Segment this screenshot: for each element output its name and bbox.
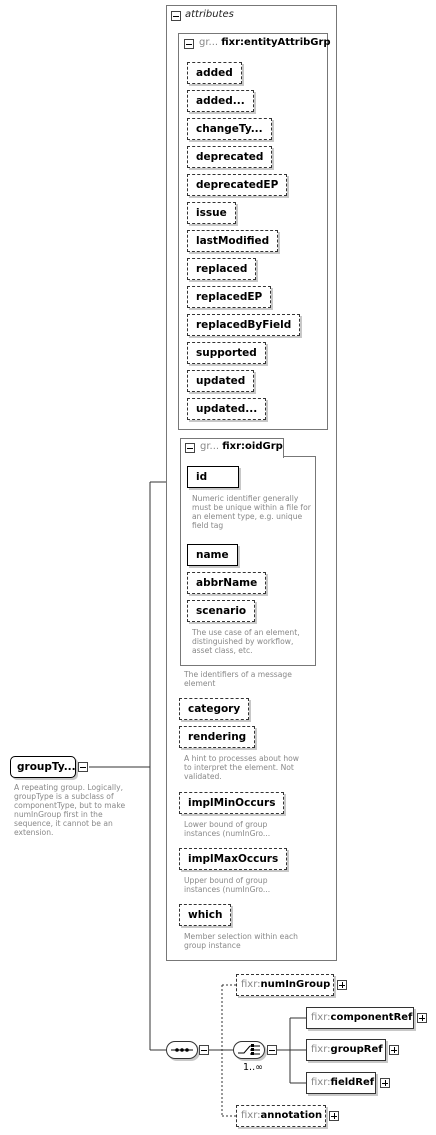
expand-icon[interactable] <box>389 1045 399 1055</box>
group-name: fixr:oidGrp <box>222 441 283 452</box>
oid-grp-header <box>180 438 284 458</box>
impl-min-occurs-description: Lower bound of group instances (numInGro… <box>184 820 271 838</box>
sequence-icon <box>171 1048 193 1052</box>
attribute-supported[interactable]: supported <box>187 342 266 364</box>
element-name: groupRef <box>330 1044 383 1055</box>
num-in-group-ref[interactable]: fixr:numInGroup <box>236 974 334 996</box>
attribute-which[interactable]: which <box>179 904 232 926</box>
collapse-icon[interactable] <box>78 762 88 772</box>
namespace-prefix: fixr: <box>241 979 261 990</box>
attribute-scenario[interactable]: scenario <box>187 600 256 622</box>
expand-icon[interactable] <box>337 980 347 990</box>
root-element-label: groupTy... <box>17 761 76 773</box>
attribute-last-modified[interactable]: lastModified <box>187 230 279 252</box>
scenario-description: The use case of an element, distinguishe… <box>192 628 300 655</box>
attribute-id[interactable]: id <box>187 466 239 488</box>
attribute-added[interactable]: added <box>187 62 242 84</box>
collapse-icon[interactable] <box>185 443 195 453</box>
attribute-replaced[interactable]: replaced <box>187 258 257 280</box>
expand-icon[interactable] <box>329 1111 339 1121</box>
group-name: fixr:entityAttribGrp <box>221 37 331 48</box>
choice-compositor[interactable] <box>233 1041 265 1059</box>
root-description: A repeating group. Logically, groupType … <box>14 783 126 837</box>
namespace-prefix: fixr: <box>311 1044 331 1055</box>
attribute-change-type[interactable]: changeTy... <box>187 118 272 140</box>
attributes-title: attributes <box>185 9 234 20</box>
group-prefix: gr... <box>199 37 219 48</box>
namespace-prefix: fixr: <box>311 1077 331 1088</box>
field-ref[interactable]: fixr:fieldRef <box>306 1072 376 1094</box>
attribute-rendering[interactable]: rendering <box>179 726 256 748</box>
oid-grp-title: gr... fixr:oidGrp <box>200 441 283 452</box>
attribute-issue[interactable]: issue <box>187 202 236 224</box>
attribute-deprecated[interactable]: deprecated <box>187 146 273 168</box>
sequence-compositor[interactable] <box>166 1041 198 1059</box>
attribute-updated[interactable]: updated <box>187 370 255 392</box>
attribute-impl-max-occurs[interactable]: implMaxOccurs <box>179 848 288 870</box>
namespace-prefix: fixr: <box>311 1012 331 1023</box>
attribute-replaced-by-field[interactable]: replacedByField <box>187 314 301 336</box>
attribute-category[interactable]: category <box>179 698 250 720</box>
element-name: annotation <box>260 1110 323 1121</box>
element-name: numInGroup <box>260 979 331 990</box>
expand-icon[interactable] <box>380 1078 390 1088</box>
id-description: Numeric identifier generally must be uni… <box>192 494 311 530</box>
which-description: Member selection within each group insta… <box>184 932 298 950</box>
attribute-updated-ep[interactable]: updated... <box>187 398 267 420</box>
choice-cardinality: 1..∞ <box>243 1062 263 1073</box>
group-ref[interactable]: fixr:groupRef <box>306 1039 386 1061</box>
attribute-added-ep[interactable]: added... <box>187 90 254 112</box>
component-ref[interactable]: fixr:componentRef <box>306 1007 414 1029</box>
collapse-icon[interactable] <box>199 1045 209 1055</box>
annotation-ref[interactable]: fixr:annotation <box>236 1105 326 1127</box>
choice-icon <box>238 1044 260 1055</box>
attribute-deprecated-ep[interactable]: deprecatedEP <box>187 174 288 196</box>
root-element-groupType[interactable]: groupTy... <box>10 756 76 778</box>
entity-attrib-grp-title: gr... fixr:entityAttribGrp <box>199 37 331 48</box>
oid-grp-description: The identifiers of a message element <box>184 670 292 688</box>
collapse-icon[interactable] <box>267 1045 277 1055</box>
impl-max-occurs-description: Upper bound of group instances (numInGro… <box>184 876 271 894</box>
attribute-impl-min-occurs[interactable]: implMinOccurs <box>179 792 285 814</box>
attribute-name[interactable]: name <box>187 544 238 566</box>
namespace-prefix: fixr: <box>241 1110 261 1121</box>
rendering-description: A hint to processes about how to interpr… <box>184 754 299 781</box>
element-name: fieldRef <box>330 1077 375 1088</box>
expand-icon[interactable] <box>417 1013 427 1023</box>
attribute-abbr-name[interactable]: abbrName <box>187 572 267 594</box>
collapse-icon[interactable] <box>184 39 194 49</box>
group-prefix: gr... <box>200 441 220 452</box>
element-name: componentRef <box>330 1012 413 1023</box>
attribute-replaced-ep[interactable]: replacedEP <box>187 286 272 308</box>
collapse-icon[interactable] <box>171 11 181 21</box>
